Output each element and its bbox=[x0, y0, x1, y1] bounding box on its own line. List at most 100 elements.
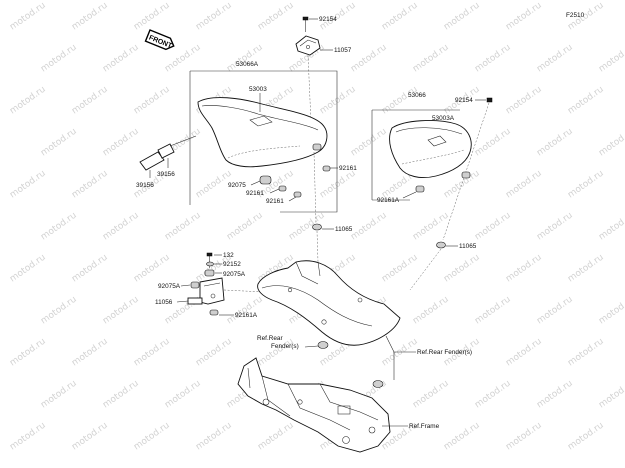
ref-rear-fender-right: Ref.Rear Fender(s) bbox=[417, 349, 472, 356]
label-92075A-b: 92075A bbox=[158, 283, 181, 290]
watermark-text: motod.ru bbox=[566, 421, 606, 453]
watermark-text: motod.ru bbox=[225, 211, 265, 243]
watermark-text: motod.ru bbox=[504, 169, 544, 201]
damper-92161-d bbox=[322, 165, 331, 172]
watermark-text: motod.ru bbox=[411, 43, 451, 75]
watermark-text: motod.ru bbox=[535, 43, 575, 75]
watermark-text: motod.ru bbox=[442, 1, 482, 33]
damper-92161A-right-2 bbox=[461, 171, 471, 179]
label-92154-top: 92154 bbox=[319, 16, 337, 23]
watermark-text: motod.ru bbox=[411, 295, 451, 327]
rear-subframe bbox=[237, 357, 391, 453]
watermark-text: motod.ru bbox=[70, 85, 110, 117]
watermark-text: motod.ru bbox=[380, 85, 420, 117]
label-53066: 53066 bbox=[408, 92, 426, 99]
watermark-text: motod.ru bbox=[566, 85, 606, 117]
watermark-text: motod.ru bbox=[194, 421, 234, 453]
watermark-text: motod.ru bbox=[535, 295, 575, 327]
watermark-text: motod.ru bbox=[380, 337, 420, 369]
label-92161A-right: 92161A bbox=[377, 197, 400, 204]
watermark-text: motod.ru bbox=[597, 295, 625, 327]
watermark-text: motod.ru bbox=[349, 43, 389, 75]
bolt-92154-top bbox=[302, 16, 309, 32]
label-39156-b: 39156 bbox=[157, 171, 175, 178]
ref-frame: Ref.Frame bbox=[409, 423, 440, 430]
watermark-text: motod.ru bbox=[101, 211, 141, 243]
watermark-text: motod.ru bbox=[132, 421, 172, 453]
watermark-text: motod.ru bbox=[39, 127, 79, 159]
watermark-text: motod.ru bbox=[597, 379, 625, 411]
watermark-text: motod.ru bbox=[442, 421, 482, 453]
watermark-text: motod.ru bbox=[8, 253, 48, 285]
label-11056: 11056 bbox=[155, 299, 173, 306]
watermark-text: motod.ru bbox=[597, 127, 625, 159]
watermark-text: motod.ru bbox=[8, 169, 48, 201]
collar-92075A-a bbox=[204, 269, 215, 277]
watermark-text: motod.ru bbox=[194, 1, 234, 33]
bolt-92154-right bbox=[486, 97, 493, 103]
watermark-text: motod.ru bbox=[8, 337, 48, 369]
watermark-text: motod.ru bbox=[504, 421, 544, 453]
cushion-92075 bbox=[259, 175, 272, 185]
watermark-text: motod.ru bbox=[442, 253, 482, 285]
rider-seat-53066A bbox=[197, 97, 328, 168]
label-11057: 11057 bbox=[334, 47, 352, 54]
bracket-11057 bbox=[295, 35, 321, 56]
watermark-text: motod.ru bbox=[8, 421, 48, 453]
label-92075A-a: 92075A bbox=[223, 271, 246, 278]
damper-92161-b bbox=[278, 185, 287, 192]
watermark-text: motod.ru bbox=[380, 253, 420, 285]
label-92161-c: 92161 bbox=[266, 198, 284, 205]
watermark-text: motod.ru bbox=[39, 295, 79, 327]
watermark-text: motod.ru bbox=[132, 85, 172, 117]
label-92161A-left: 92161A bbox=[235, 312, 258, 319]
collar-92075A-b bbox=[190, 281, 200, 289]
watermark-text: motod.ru bbox=[132, 337, 172, 369]
watermark-text: motod.ru bbox=[473, 295, 513, 327]
rear-fender bbox=[257, 260, 401, 346]
watermark-text: motod.ru bbox=[70, 337, 110, 369]
watermark-text: motod.ru bbox=[225, 43, 265, 75]
label-132: 132 bbox=[223, 252, 234, 259]
watermark-text: motod.ru bbox=[597, 211, 625, 243]
watermark-text: motod.ru bbox=[535, 379, 575, 411]
watermark-text: motod.ru bbox=[318, 169, 358, 201]
watermark-text: motod.ru bbox=[318, 85, 358, 117]
watermark-text: motod.ru bbox=[411, 211, 451, 243]
washer-92152 bbox=[206, 261, 214, 267]
watermark-text: motod.ru bbox=[163, 379, 203, 411]
watermark-text: motod.ru bbox=[256, 1, 296, 33]
figure-code: F2510 bbox=[566, 12, 585, 19]
watermark-text: motod.ru bbox=[256, 421, 296, 453]
watermark-text: motod.ru bbox=[380, 1, 420, 33]
ref-rear-fender-left-line2: Fender(s) bbox=[271, 343, 299, 350]
watermark-text: motod.ru bbox=[349, 211, 389, 243]
watermark-text: motod.ru bbox=[8, 85, 48, 117]
fender-grommet bbox=[317, 341, 329, 349]
label-11065-right: 11065 bbox=[459, 243, 477, 250]
watermark-text: motod.ru bbox=[473, 43, 513, 75]
fender-grommet-right bbox=[372, 380, 384, 388]
seat-group-box-left bbox=[190, 70, 338, 213]
watermark-text: motod.ru bbox=[132, 253, 172, 285]
label-39156-a: 39156 bbox=[136, 182, 154, 189]
damper-92161A-left bbox=[209, 309, 219, 316]
watermark-text: motod.ru bbox=[597, 43, 625, 75]
label-53066A: 53066A bbox=[236, 61, 259, 68]
watermark-text: motod.ru bbox=[101, 43, 141, 75]
watermark-text: motod.ru bbox=[70, 253, 110, 285]
pillion-seat-53066 bbox=[389, 120, 472, 179]
label-92161-a: 92161 bbox=[339, 165, 357, 172]
label-92154-right: 92154 bbox=[455, 97, 473, 104]
watermark-text: motod.ru bbox=[504, 253, 544, 285]
label-92075-seat: 92075 bbox=[228, 182, 246, 189]
watermark-text: motod.ru bbox=[101, 295, 141, 327]
watermark-text: motod.ru bbox=[566, 337, 606, 369]
watermark-text: motod.ru bbox=[566, 253, 606, 285]
watermark-text: motod.ru bbox=[8, 1, 48, 33]
watermark-text: motod.ru bbox=[70, 169, 110, 201]
damper-92161-a bbox=[312, 143, 322, 151]
watermark-text: motod.ru bbox=[101, 127, 141, 159]
watermark-text: motod.ru bbox=[39, 43, 79, 75]
